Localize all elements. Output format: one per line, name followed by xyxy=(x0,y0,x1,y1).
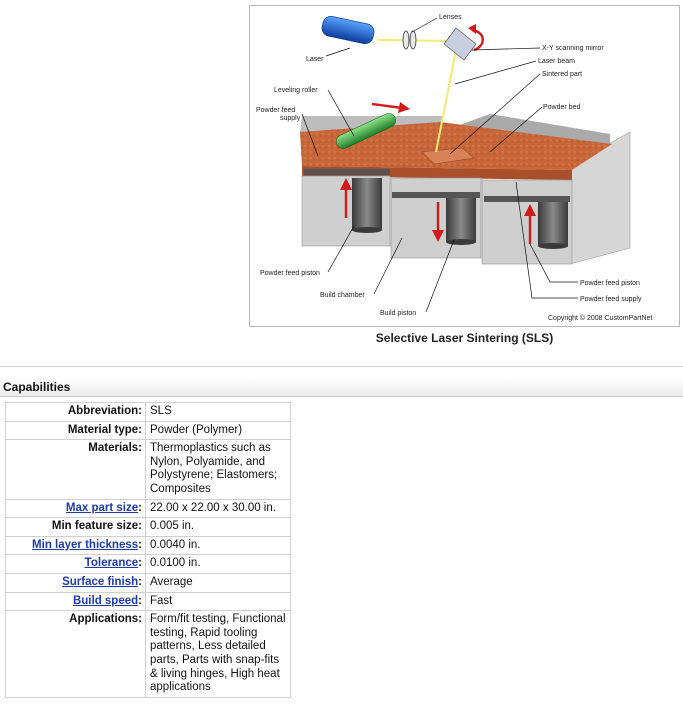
feed-piston-right-up-arrow-icon xyxy=(524,204,536,244)
capability-key-cell: Materials: xyxy=(5,439,146,500)
capability-key-link[interactable]: Min layer thickness xyxy=(32,538,139,551)
capability-value-cell: Average xyxy=(145,572,291,593)
piston-rod-right-base xyxy=(538,243,568,249)
capability-key-cell: Min feature size: xyxy=(5,517,146,537)
label-laser: Laser xyxy=(306,56,324,63)
piston-rod-left xyxy=(352,178,382,230)
build-piston-down-arrow-icon xyxy=(432,202,444,242)
rotation-arrow-head xyxy=(468,24,476,34)
capability-key-cell: Tolerance: xyxy=(5,554,146,574)
piston-rod-build xyxy=(446,198,476,242)
capability-value-cell: 0.0100 in. xyxy=(145,554,291,574)
laser-icon xyxy=(321,16,375,44)
capabilities-row: Abbreviation:SLS xyxy=(5,402,291,422)
capability-value-cell: 0.0040 in. xyxy=(145,535,291,556)
capability-key-colon: : xyxy=(138,613,142,626)
capability-key-colon: : xyxy=(138,520,142,533)
capabilities-row: Min feature size:0.005 in. xyxy=(5,517,291,537)
feed-piston-plate-left xyxy=(304,169,390,175)
label-build-piston: Build piston xyxy=(380,310,416,317)
capabilities-row: Material type:Powder (Polymer) xyxy=(5,420,291,441)
capability-key-colon: : xyxy=(138,405,142,417)
label-lenses: Lenses xyxy=(439,14,462,21)
capabilities-row: Materials:Thermoplastics such as Nylon, … xyxy=(5,439,291,500)
capability-key-cell: Abbreviation: xyxy=(5,402,146,422)
label-laser-beam: Laser beam xyxy=(538,58,575,65)
capabilities-row: Applications:Form/fit testing, Functiona… xyxy=(5,610,291,698)
capability-key-label: Abbreviation xyxy=(67,405,139,417)
sintered-part xyxy=(421,147,475,165)
label-powder-feed-supply-left-line: Powder feed xyxy=(256,107,295,114)
leveling-roller-icon xyxy=(336,113,396,149)
section-divider xyxy=(0,366,683,367)
capability-key-colon: : xyxy=(138,442,142,455)
label-powder-bed: Powder bed xyxy=(543,104,580,111)
capability-key-colon: : xyxy=(138,501,142,514)
capabilities-title: Capabilities xyxy=(3,380,71,394)
feed-piston-plate-right xyxy=(484,196,570,202)
capability-key-colon: : xyxy=(138,557,142,570)
feed-piston-up-arrow-icon xyxy=(340,178,352,218)
label-powder-feed-supply-right: Powder feed supply xyxy=(580,296,642,303)
capability-key-link[interactable]: Max part size xyxy=(65,501,139,514)
capabilities-row: Surface finish:Average xyxy=(5,572,291,593)
piston-rod-left-base xyxy=(352,227,382,233)
leader-lines xyxy=(301,17,578,313)
piston-rod-build-base xyxy=(446,239,476,245)
capability-key-cell: Build speed: xyxy=(5,591,146,612)
sls-diagram: Lenses Laser X-Y scanning mirror Laser b… xyxy=(249,5,680,327)
capability-key-cell: Applications: xyxy=(5,610,146,698)
mirror-icon xyxy=(443,27,477,61)
capability-key-colon: : xyxy=(138,575,142,588)
capability-key-cell: Min layer thickness: xyxy=(5,535,146,556)
copyright-text: Copyright © 2008 CustomPartNet xyxy=(548,314,652,322)
capability-key-colon: : xyxy=(138,594,142,607)
capability-value-cell: Fast xyxy=(145,591,291,612)
capability-key-label: Applications xyxy=(69,613,139,626)
capabilities-row: Build speed:Fast xyxy=(5,591,291,612)
build-piston-plate xyxy=(392,192,480,198)
capabilities-row: Max part size:22.00 x 22.00 x 30.00 in. xyxy=(5,498,291,519)
label-xy-scanning-mirror: X-Y scanning mirror xyxy=(542,45,604,52)
label-sintered-part: Sintered part xyxy=(542,71,582,78)
capability-key-cell: Surface finish: xyxy=(5,572,146,593)
label-powder-feed-supply-left: Powder feed supply xyxy=(256,107,301,122)
capability-key-colon: : xyxy=(138,423,142,436)
label-leveling-roller: Leveling roller xyxy=(274,87,318,94)
capability-value-cell: Form/fit testing, Functional testing, Ra… xyxy=(145,610,291,698)
capability-key-cell: Max part size: xyxy=(5,498,146,519)
capability-value-cell: SLS xyxy=(145,402,291,422)
capability-value-cell: Thermoplastics such as Nylon, Polyamide,… xyxy=(145,439,291,500)
capability-key-link[interactable]: Tolerance xyxy=(84,557,139,570)
label-powder-feed-supply-left-line2: supply xyxy=(280,115,301,122)
capability-key-link[interactable]: Surface finish xyxy=(62,575,139,588)
lenses-icon xyxy=(402,30,417,50)
capability-key-label: Min feature size xyxy=(51,520,139,533)
capability-key-colon: : xyxy=(138,538,142,551)
label-powder-feed-piston-right: Powder feed piston xyxy=(580,280,640,287)
capabilities-header: Capabilities xyxy=(0,377,683,397)
figure-caption: Selective Laser Sintering (SLS) xyxy=(375,331,554,345)
capabilities-row: Min layer thickness:0.0040 in. xyxy=(5,535,291,556)
laser-beam-lower xyxy=(435,49,457,153)
capability-key-link[interactable]: Build speed xyxy=(72,594,139,607)
label-powder-feed-piston-left: Powder feed piston xyxy=(260,270,320,277)
capabilities-row: Tolerance:0.0100 in. xyxy=(5,554,291,574)
powder-bed-surface xyxy=(300,122,612,170)
capability-value-cell: 0.005 in. xyxy=(145,517,291,537)
capability-value-cell: 22.00 x 22.00 x 30.00 in. xyxy=(145,498,291,519)
roller-direction-arrow-icon xyxy=(371,102,410,113)
piston-rod-right xyxy=(538,202,568,246)
capability-key-label: Materials xyxy=(88,442,139,455)
capability-value-cell: Powder (Polymer) xyxy=(145,420,291,441)
capability-key-label: Material type xyxy=(67,423,139,436)
label-build-chamber: Build chamber xyxy=(320,292,365,299)
sls-diagram-svg: Lenses Laser X-Y scanning mirror Laser b… xyxy=(256,14,652,322)
capability-key-cell: Material type: xyxy=(5,420,146,441)
